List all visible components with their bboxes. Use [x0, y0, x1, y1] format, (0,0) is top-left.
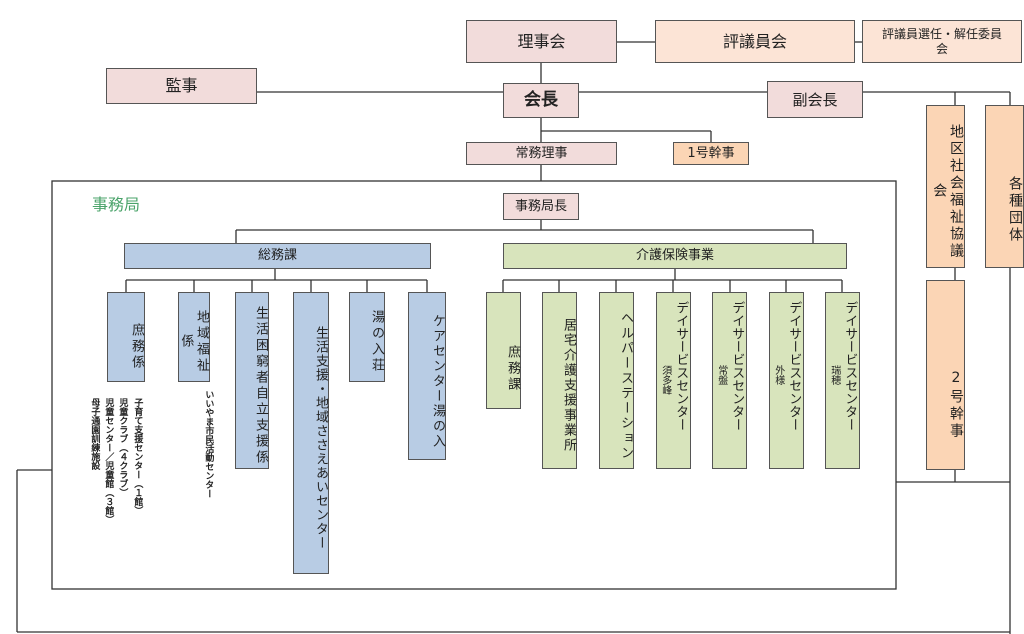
somu-title: 総務課 [257, 248, 297, 264]
kaigo-unit-label: デイサービスセンター [842, 301, 858, 431]
kaigo-unit: デイサービスセンター 瑞穂 [825, 292, 860, 469]
somu-unit-label: 湯の入荘 [369, 310, 384, 374]
kaicho-label: 会長 [524, 90, 558, 111]
kanji-box: 監事 [106, 68, 257, 104]
hyogiinkai-box: 評議員会 [655, 20, 855, 63]
rijikai-box: 理事会 [466, 20, 617, 63]
fukukaicho-box: 副会長 [767, 81, 863, 118]
kyokucho-box: 事務局長 [503, 193, 579, 220]
kaigo-unit: デイサービスセンター 常盤 [712, 292, 747, 469]
somu-unit: 地域福祉係 [178, 292, 210, 382]
senin-iinkai-box: 評議員選任・解任委員会 [862, 20, 1022, 63]
note-text: いいやま市民活動センター [203, 390, 214, 498]
kanji-2-box: 2号幹事 [926, 280, 965, 470]
kaigo-unit: ヘルパーステーション [599, 292, 634, 469]
chiku-shakyo-box: 地区社会福祉協議会 [926, 105, 965, 268]
somu-unit: 生活困窮者自立支援係 [235, 292, 269, 469]
kaigo-unit-label: デイサービスセンター [673, 301, 689, 431]
kaigo-unit-label: デイサービスセンター [786, 301, 802, 431]
kaigo-header: 介護保険事業 [503, 243, 847, 269]
somu-header: 総務課 [124, 243, 431, 269]
kaigo-unit: 居宅介護支援事業所 [542, 292, 577, 469]
kaigo-unit-label: 庶務課 [505, 344, 520, 393]
kanji-2-label: 2号幹事 [948, 370, 964, 440]
fukukaicho-label: 副会長 [792, 90, 838, 109]
kaigo-unit-sub: 外様 [772, 365, 784, 385]
kaigo-unit-label: デイサービスセンター [729, 301, 745, 431]
kaigo-unit-label: 居宅介護支援事業所 [561, 318, 576, 453]
somu-unit: 湯の入荘 [349, 292, 385, 382]
kanji-1-label: 1号幹事 [687, 145, 735, 161]
somu-unit-label: ケアセンター湯の入 [430, 313, 445, 449]
kaigo-unit: デイサービスセンター 外様 [769, 292, 804, 469]
kaigo-unit-sub: 瑞穂 [828, 365, 840, 385]
kaigo-unit: デイサービスセンター 須多峰 [656, 292, 691, 469]
somu-unit: 生活支援・地域ささえあいセンター [293, 292, 329, 574]
note-text: 子育て支援センター（１館） [132, 398, 143, 515]
somu-unit-label: 生活困窮者自立支援係 [253, 305, 268, 466]
kaigo-unit: 庶務課 [486, 292, 521, 409]
jimukyoku-frame [51, 180, 897, 590]
note-text: 児童クラブ（４クラブ） [117, 398, 128, 497]
hyogiinkai-label: 評議員会 [722, 31, 787, 51]
kyokucho-label: 事務局長 [514, 198, 567, 214]
somu-unit: 庶務係 [107, 292, 145, 382]
kaku-dantai-label: 各種団体 [1007, 175, 1023, 244]
kaigo-unit-sub: 須多峰 [659, 365, 671, 395]
chiku-shakyo-label: 地区社会福祉協議会 [931, 123, 964, 260]
somu-unit-label: 庶務係 [129, 323, 144, 371]
jomu-riji-label: 常務理事 [515, 145, 568, 161]
kaigo-unit-label: ヘルパーステーション [618, 310, 633, 461]
kanji-label: 監事 [165, 76, 198, 96]
somu-unit-label: 生活支援・地域ささえあいセンター [313, 326, 328, 550]
kaicho-box: 会長 [503, 83, 579, 118]
jimukyoku-label: 事務局 [92, 195, 141, 214]
senin-iinkai-label: 評議員選任・解任委員会 [881, 27, 1002, 56]
kaigo-unit-sub: 常盤 [715, 365, 727, 385]
kaku-dantai-box: 各種団体 [985, 105, 1024, 268]
note-text: 母子通園訓練施設 [89, 398, 100, 470]
note-text: 児童センター／児童館（３館） [103, 398, 114, 524]
somu-unit: ケアセンター湯の入 [408, 292, 446, 460]
rijikai-label: 理事会 [517, 31, 566, 51]
somu-unit-label: 地域福祉係 [178, 310, 209, 374]
kaigo-title: 介護保険事業 [635, 248, 714, 264]
kanji-1-box: 1号幹事 [673, 142, 749, 165]
jomu-riji-box: 常務理事 [466, 142, 617, 165]
